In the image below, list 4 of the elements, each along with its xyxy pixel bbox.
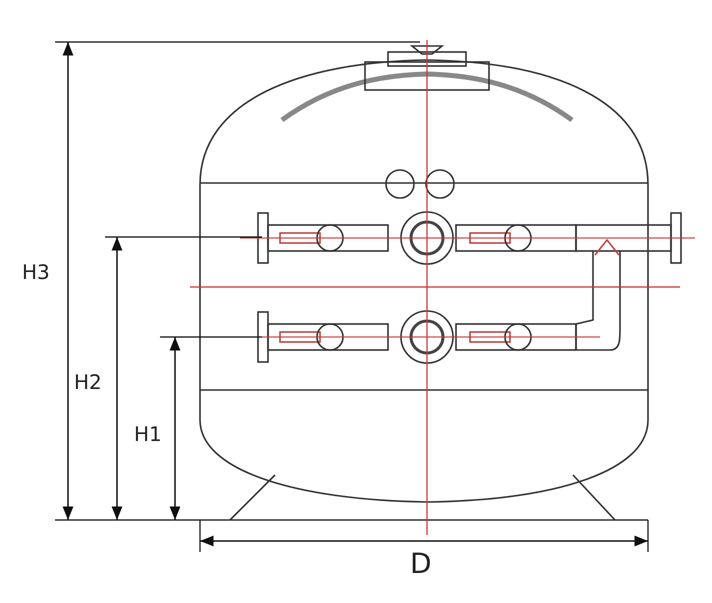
dimension-label: D xyxy=(410,550,432,578)
dimension-label: H1 xyxy=(134,424,162,444)
dimension-label: H2 xyxy=(74,372,102,392)
dimension-label: H3 xyxy=(22,262,50,282)
